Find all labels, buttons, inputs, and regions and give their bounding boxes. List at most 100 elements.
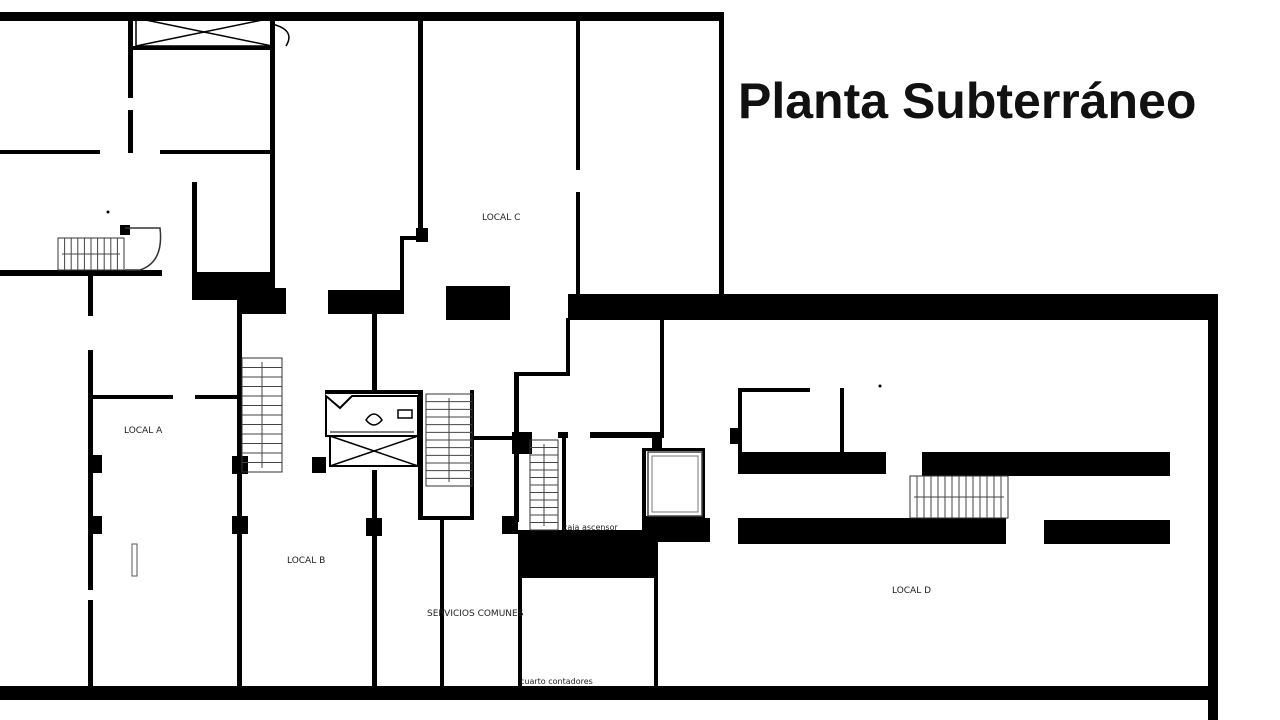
- label-caja-ascensor: caja ascensor: [563, 523, 618, 532]
- wall: [93, 395, 173, 399]
- wall: [400, 236, 404, 296]
- pillar: [568, 294, 584, 318]
- door-mark: [131, 543, 138, 577]
- wall: [160, 150, 272, 154]
- pillar: [730, 428, 740, 444]
- wall: [518, 578, 522, 688]
- label-local-c: LOCAL C: [482, 213, 520, 223]
- wall: [738, 388, 810, 392]
- wall: [400, 236, 422, 240]
- wall: [514, 372, 570, 376]
- wall: [133, 46, 275, 50]
- wall: [558, 432, 568, 438]
- sink-icon: [397, 409, 413, 419]
- beam: [518, 530, 658, 578]
- wall: [642, 516, 704, 519]
- beam: [328, 290, 404, 314]
- shaft-cross: [135, 17, 273, 47]
- skylight: [647, 451, 703, 517]
- beam: [642, 518, 710, 542]
- elevator-top: [135, 17, 273, 47]
- beam: [922, 452, 1170, 476]
- thick-walls: [90, 225, 1170, 578]
- pillar: [232, 456, 248, 474]
- wall: [418, 516, 474, 520]
- wall: [372, 470, 377, 688]
- wall: [128, 18, 133, 153]
- wall: [576, 18, 580, 294]
- wall: [440, 520, 444, 688]
- wall: [270, 18, 275, 300]
- toilet-icon: [365, 413, 383, 426]
- wall: [237, 300, 242, 688]
- stair-top-left: [57, 237, 125, 271]
- wall: [590, 432, 660, 438]
- door-swing: [271, 23, 290, 47]
- wall: [0, 150, 100, 154]
- wall: [562, 438, 566, 530]
- openings: [128, 98, 581, 192]
- beam: [512, 432, 532, 454]
- beam: [446, 286, 510, 320]
- wall: [88, 600, 93, 688]
- opening: [128, 98, 133, 110]
- shaft-cross: [329, 435, 419, 467]
- wall: [738, 388, 742, 454]
- wall: [195, 395, 237, 399]
- pillar: [652, 432, 662, 450]
- pillar: [232, 516, 248, 534]
- elevator-shafts: [135, 17, 703, 517]
- wall: [192, 182, 197, 282]
- wall: [840, 388, 844, 454]
- wall: [702, 448, 705, 518]
- stair-core: [425, 393, 473, 487]
- outer-walls: [0, 12, 1218, 720]
- pillar: [90, 516, 102, 534]
- beam: [240, 288, 286, 314]
- wall: [372, 312, 377, 392]
- wall: [654, 540, 658, 688]
- staircases: [57, 227, 1009, 531]
- opening: [575, 170, 581, 192]
- interior-walls: [0, 18, 844, 688]
- wall: [642, 448, 646, 518]
- pillar: [90, 455, 102, 473]
- stair-curve: [125, 227, 162, 271]
- dot-mark: [106, 210, 110, 214]
- label-servicios-comunes: SERVICIOS COMUNES: [427, 609, 524, 619]
- bathroom-outline: [325, 393, 419, 437]
- wall: [642, 448, 704, 451]
- stair-local-d: [909, 475, 1009, 519]
- pillar: [120, 225, 130, 235]
- stair-elevator: [529, 439, 559, 531]
- wall-top-left: [0, 12, 724, 21]
- wall: [325, 390, 421, 394]
- beam: [1044, 520, 1170, 544]
- wall-top-right: [568, 294, 1218, 320]
- label-cuarto-contadores: cuarto contadores: [520, 677, 593, 686]
- wall-right: [1208, 294, 1218, 720]
- label-local-d: LOCAL D: [892, 586, 931, 596]
- wall: [418, 390, 423, 520]
- page-title: Planta Subterráneo: [738, 73, 1197, 129]
- beam: [738, 452, 886, 474]
- skylight-inner: [651, 455, 699, 513]
- wall: [660, 318, 664, 438]
- wall: [474, 436, 518, 440]
- wall: [566, 318, 570, 376]
- pillar: [416, 228, 428, 242]
- label-local-a: LOCAL A: [124, 426, 163, 436]
- wall: [418, 18, 423, 238]
- wall-bottom: [0, 686, 1218, 700]
- pillar: [502, 516, 518, 534]
- wall: [0, 270, 162, 276]
- pillar: [366, 518, 382, 536]
- dot-mark: [878, 384, 882, 388]
- stair-local-b: [241, 357, 283, 473]
- wall-right-upper: [719, 12, 724, 297]
- pillar: [312, 457, 326, 473]
- bathroom: [325, 393, 419, 437]
- label-local-b: LOCAL B: [287, 556, 325, 566]
